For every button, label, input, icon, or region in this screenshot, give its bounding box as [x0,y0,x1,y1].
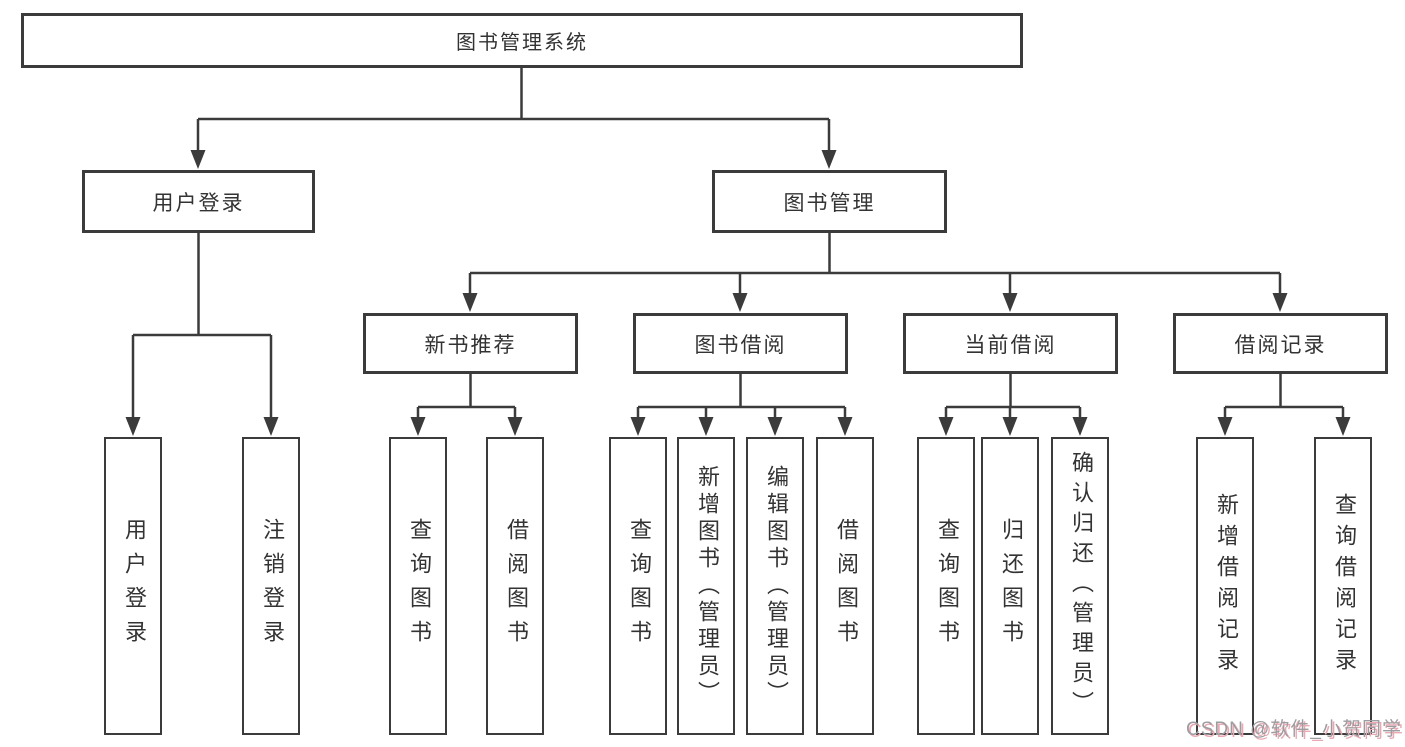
node-new-book-recommend: 新书推荐 [363,313,578,374]
leaf-user-login: 用户登录 [104,437,162,735]
leaf-return-books: 归还图书 [981,437,1039,735]
connector-borrow-records-children [1217,374,1351,436]
csdn-watermark: CSDN @软件_小贺同学 [1186,719,1402,740]
leaf-query-books-borrow: 查询图书 [609,437,667,735]
arrowhead [1272,293,1288,312]
arrowhead [630,417,646,436]
arrowhead [1002,293,1018,312]
arrowhead [837,417,853,436]
arrowhead [1335,417,1351,436]
leaf-add-borrow-record: 新增借阅记录 [1196,437,1254,735]
arrowhead [1217,417,1233,436]
connector-root-to-level2 [190,68,837,169]
node-borrow-records: 借阅记录 [1173,313,1388,374]
leaf-confirm-return-admin: 确认归还（管理员） [1051,437,1109,735]
leaf-query-borrow-record: 查询借阅记录 [1314,437,1372,735]
arrowhead [1002,417,1018,436]
arrowhead [821,150,837,169]
node-book-management: 图书管理 [712,170,947,233]
leaf-query-books-recommend: 查询图书 [389,437,447,735]
arrowhead [507,417,523,436]
arrowhead [1072,417,1088,436]
connector-current-borrow-children [938,374,1088,436]
connector-book-management-children [462,233,1288,312]
arrowhead [732,293,748,312]
leaf-logout: 注销登录 [242,437,300,735]
arrowhead [190,150,206,169]
arrowhead [462,293,478,312]
arrowhead [410,417,426,436]
leaf-borrow-books-recommend: 借阅图书 [486,437,544,735]
node-user-login: 用户登录 [82,170,315,233]
leaf-add-books-admin: 新增图书（管理员） [677,437,735,735]
arrowhead [263,417,279,436]
node-root-system: 图书管理系统 [21,13,1023,68]
arrowhead [698,417,714,436]
connector-new-book-children [410,374,523,436]
node-book-borrow: 图书借阅 [633,313,848,374]
arrowhead [125,417,141,436]
arrowhead [767,417,783,436]
arrowhead [938,417,954,436]
leaf-borrow-books: 借阅图书 [816,437,874,735]
connector-user-login-children [125,233,279,436]
leaf-edit-books-admin: 编辑图书（管理员） [746,437,804,735]
connector-book-borrow-children [630,374,853,436]
leaf-query-books-current: 查询图书 [917,437,975,735]
node-current-borrow: 当前借阅 [903,313,1118,374]
